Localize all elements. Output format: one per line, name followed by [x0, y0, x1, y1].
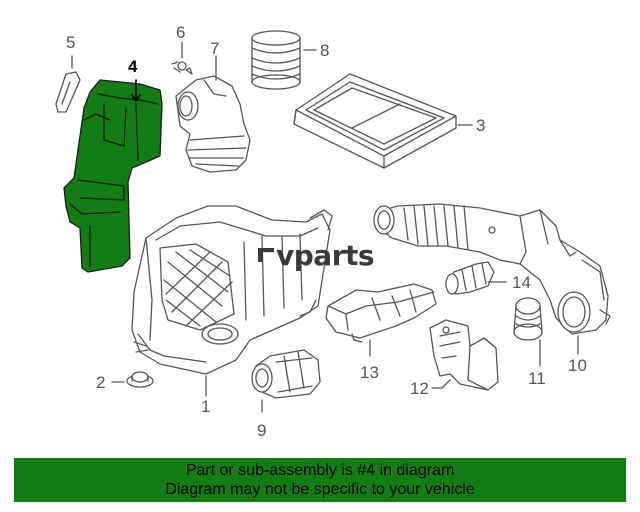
part-8-filter-ring[interactable]	[251, 30, 301, 90]
part-1-air-box[interactable]	[131, 205, 333, 375]
part-7-intake-elbow[interactable]	[175, 75, 251, 173]
banner-line-1: Part or sub-assembly is #4 in diagram	[185, 462, 455, 479]
callout-9[interactable]: 9	[257, 421, 267, 440]
part-10-intake-duct[interactable]	[373, 203, 611, 335]
callout-7[interactable]: 7	[210, 39, 220, 58]
part-5-clip[interactable]	[55, 71, 81, 113]
logo-mark-icon	[258, 248, 274, 262]
callout-12[interactable]: 12	[410, 379, 429, 398]
parts-diagram	[55, 30, 611, 413]
callout-1[interactable]: 1	[201, 397, 211, 416]
callout-5[interactable]: 5	[66, 33, 76, 52]
part-12-throttle-housing[interactable]	[429, 319, 499, 391]
callout-6[interactable]: 6	[176, 23, 186, 42]
callout-13[interactable]: 13	[360, 363, 379, 382]
info-banner: Part or sub-assembly is #4 in diagram Di…	[14, 458, 626, 502]
callout-3[interactable]: 3	[476, 116, 486, 135]
banner-line-2: Diagram may not be specific to your vehi…	[165, 481, 475, 498]
part-11-coupling[interactable]	[513, 297, 543, 341]
part-4-air-duct[interactable]	[63, 79, 163, 273]
part-2-grommet[interactable]	[126, 371, 154, 388]
part-13-resonator[interactable]	[325, 283, 437, 343]
callout-10[interactable]: 10	[568, 356, 587, 375]
callout-14[interactable]: 14	[512, 273, 531, 292]
callout-4[interactable]: 4	[128, 57, 138, 76]
callout-2[interactable]: 2	[96, 373, 106, 392]
leader-line-4	[131, 79, 141, 102]
leader-lines	[71, 41, 579, 413]
watermark-text: vparts	[276, 238, 375, 272]
callout-8[interactable]: 8	[320, 41, 330, 60]
part-6-clamp[interactable]	[171, 61, 193, 75]
watermark-logo: vparts	[258, 238, 375, 272]
callout-11[interactable]: 11	[528, 369, 546, 388]
part-3-air-filter[interactable]	[293, 73, 457, 169]
part-14-hose[interactable]	[445, 261, 495, 295]
part-9-mass-air-sensor[interactable]	[251, 349, 321, 399]
